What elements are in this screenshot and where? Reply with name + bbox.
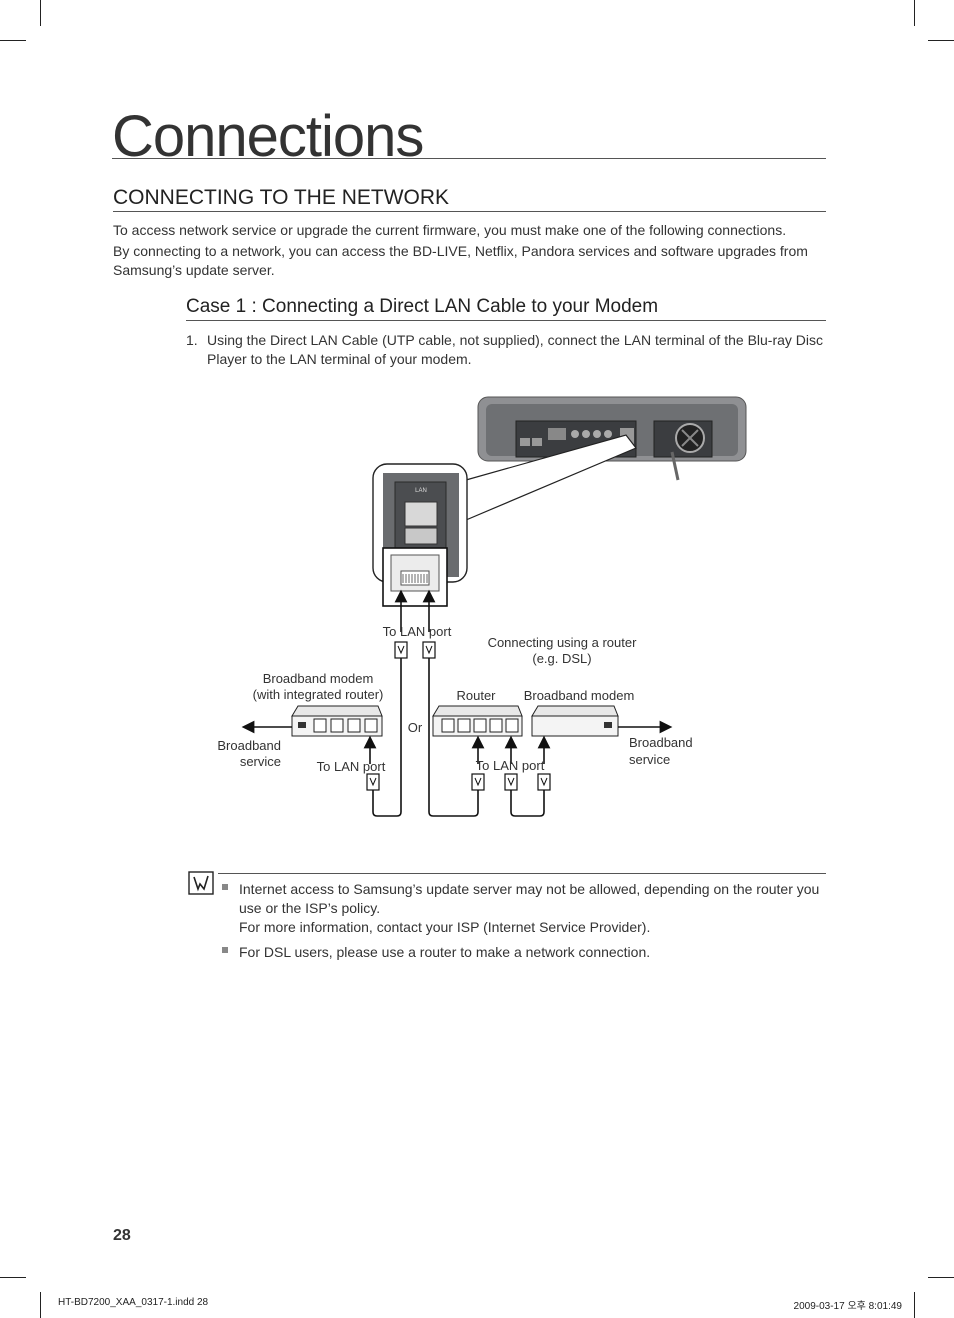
section-rule (113, 211, 826, 212)
note-pencil-icon (188, 871, 214, 895)
broadband-service-left-line1: Broadband (217, 738, 281, 753)
note-bullet (222, 947, 228, 953)
broadband-service-left-line2: service (240, 754, 281, 769)
chapter-rule (112, 158, 826, 159)
intro-paragraph-1: To access network service or upgrade the… (113, 222, 787, 238)
step-text: Using the Direct LAN Cable (UTP cable, n… (207, 332, 824, 367)
note-bullet (222, 884, 228, 890)
broadband-modem-device (531, 705, 619, 737)
footer-timestamp: 2009-03-17 오후 8:01:49 (793, 1301, 902, 1312)
footer-file-slug: HT-BD7200_XAA_0317-1.indd 28 (58, 1297, 209, 1308)
note-text: For DSL users, please use a router to ma… (239, 944, 651, 960)
network-connection-diagram: LAN To LAN port Connecting using a route… (217, 396, 747, 817)
chapter-title: Connections (112, 104, 424, 169)
broadband-modem-label: Broadband modem (524, 688, 635, 703)
case-heading: Case 1 : Connecting a Direct LAN Cable t… (186, 296, 659, 317)
router-caption-line2: (e.g. DSL) (532, 651, 591, 666)
broadband-service-right-line1: Broadband (629, 735, 693, 750)
note-text: Internet access to Samsung’s update serv… (239, 881, 820, 916)
case-rule (186, 320, 826, 321)
modem-integrated-label-line1: Broadband modem (263, 671, 374, 686)
lan-port-zoom-callout: LAN (372, 463, 468, 607)
router-device (432, 705, 523, 737)
page-number: 28 (113, 1227, 131, 1244)
or-label: Or (408, 720, 423, 735)
router-label: Router (456, 688, 496, 703)
modem-with-router-device (291, 705, 383, 737)
to-lan-port-label-left: To LAN port (317, 759, 386, 774)
to-lan-port-label-right: To LAN port (476, 758, 545, 773)
modem-integrated-label-line2: (with integrated router) (253, 687, 384, 702)
note-text: For more information, contact your ISP (… (239, 919, 651, 935)
lan-panel-label: LAN (415, 488, 427, 494)
router-caption-line1: Connecting using a router (488, 635, 638, 650)
note-item: Internet access to Samsung’s update serv… (222, 880, 822, 937)
section-heading: CONNECTING TO THE NETWORK (113, 186, 450, 209)
note-item: For DSL users, please use a router to ma… (222, 943, 822, 962)
step-number: 1. (186, 332, 198, 348)
notes-list: Internet access to Samsung’s update serv… (222, 880, 822, 968)
intro-paragraph-2: By connecting to a network, you can acce… (113, 243, 808, 278)
to-lan-port-label-top: To LAN port (383, 624, 452, 639)
broadband-service-right-line2: service (629, 752, 670, 767)
notes-rule (218, 873, 826, 874)
